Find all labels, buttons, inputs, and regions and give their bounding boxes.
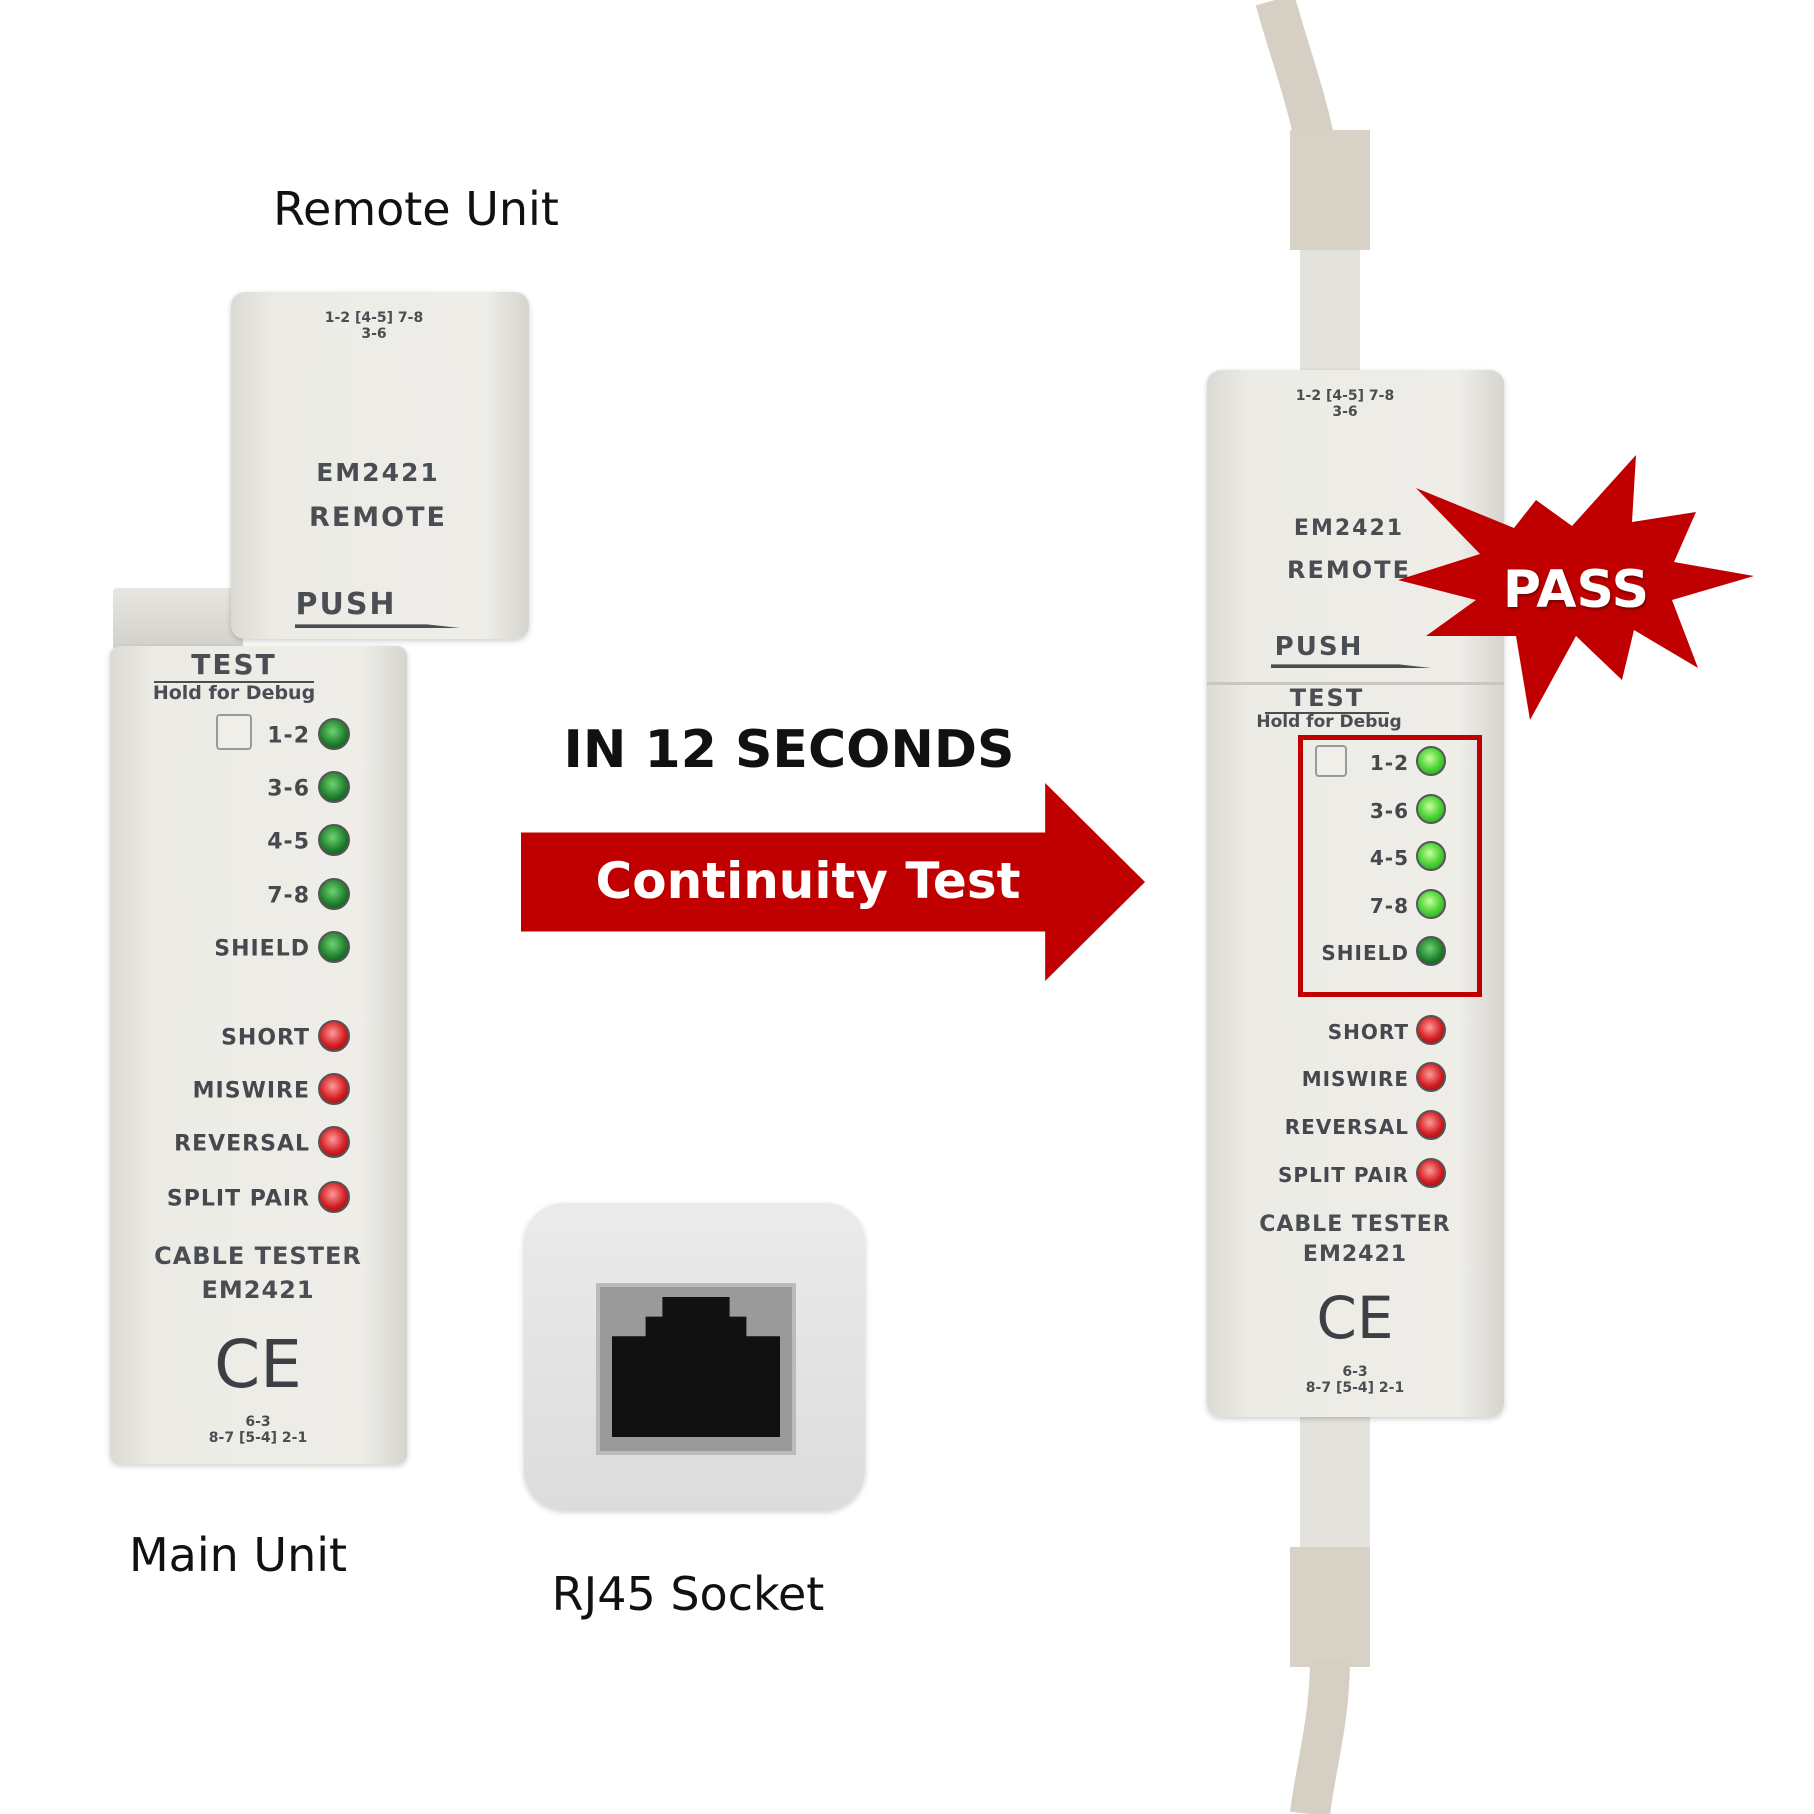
led-label: 1-2: [267, 723, 310, 749]
led-label: 3-6: [267, 776, 310, 802]
remote-label: REMOTE: [1287, 556, 1411, 584]
led-label: SHORT: [221, 1025, 310, 1051]
device-name: CABLE TESTER: [1259, 1212, 1451, 1237]
remote-model: EM2421: [1293, 516, 1405, 541]
led-label: SHIELD: [1321, 941, 1409, 965]
socket-caption: RJ45 Socket: [551, 1567, 825, 1621]
led-green-lit-icon: [1416, 841, 1446, 871]
led-red-icon: [1416, 1015, 1446, 1045]
main-unit-caption: Main Unit: [128, 1528, 348, 1582]
led-red-icon: [318, 1126, 350, 1158]
led-label: SPLIT PAIR: [1278, 1163, 1409, 1187]
led-red-icon: [318, 1020, 350, 1052]
ce-mark: CE: [1316, 1284, 1394, 1352]
arrow-label: Continuity Test: [595, 852, 1021, 910]
led-red-icon: [318, 1181, 350, 1213]
push-label: PUSH: [1274, 632, 1364, 662]
led-label: REVERSAL: [174, 1131, 310, 1157]
push-arrow-icon: [295, 624, 460, 628]
rj45-port-icon: [596, 1283, 796, 1455]
led-green-icon: [318, 771, 350, 803]
device-model: EM2421: [201, 1276, 315, 1304]
rj45-socket: [524, 1203, 865, 1510]
led-red-icon: [318, 1073, 350, 1105]
led-label: 3-6: [1369, 799, 1409, 823]
led-label: 1-2: [1369, 751, 1409, 775]
test-button[interactable]: [1315, 745, 1347, 777]
led-green-lit-icon: [1416, 746, 1446, 776]
led-label: SHIELD: [214, 936, 310, 962]
test-button[interactable]: [216, 714, 252, 750]
led-green-icon: [318, 878, 350, 910]
pass-badge: PASS: [1502, 560, 1650, 620]
test-label: TEST: [154, 648, 314, 683]
hold-label: Hold for Debug: [1256, 712, 1402, 732]
device-name: CABLE TESTER: [154, 1242, 362, 1270]
starburst-icon: [1398, 455, 1754, 720]
led-label: 4-5: [1369, 846, 1409, 870]
ce-mark: CE: [214, 1326, 302, 1403]
led-red-icon: [1416, 1062, 1446, 1092]
main-unit-rail: [113, 588, 243, 650]
remote-model: EM2421: [316, 458, 440, 487]
device-model: EM2421: [1302, 1242, 1408, 1267]
highlight-box: [1298, 735, 1482, 997]
led-label: 7-8: [267, 883, 310, 909]
unit-divider: [1207, 682, 1504, 685]
remote-label: REMOTE: [309, 502, 447, 533]
led-label: SPLIT PAIR: [166, 1186, 310, 1212]
led-red-icon: [1416, 1158, 1446, 1188]
led-green-icon: [318, 718, 350, 750]
push-label: PUSH: [295, 587, 397, 622]
led-label: 4-5: [267, 829, 310, 855]
led-green-icon: [318, 931, 350, 963]
led-green-lit-icon: [1416, 889, 1446, 919]
led-green-lit-icon: [1416, 794, 1446, 824]
led-red-icon: [1416, 1110, 1446, 1140]
led-label: MISWIRE: [1301, 1067, 1409, 1091]
led-label: MISWIRE: [192, 1078, 310, 1104]
main-unit: TEST Hold for Debug 1-2 3-6 4-5 7-8 SHIE…: [110, 646, 407, 1464]
headline: IN 12 SECONDS: [563, 720, 1015, 780]
test-label: TEST: [1265, 684, 1389, 714]
led-green-icon: [1416, 936, 1446, 966]
remote-unit-caption: Remote Unit: [273, 182, 559, 236]
led-green-icon: [318, 824, 350, 856]
led-label: SHORT: [1327, 1020, 1409, 1044]
led-label: 7-8: [1369, 894, 1409, 918]
push-arrow-icon: [1271, 664, 1431, 668]
hold-label: Hold for Debug: [152, 682, 316, 704]
led-label: REVERSAL: [1284, 1115, 1409, 1139]
